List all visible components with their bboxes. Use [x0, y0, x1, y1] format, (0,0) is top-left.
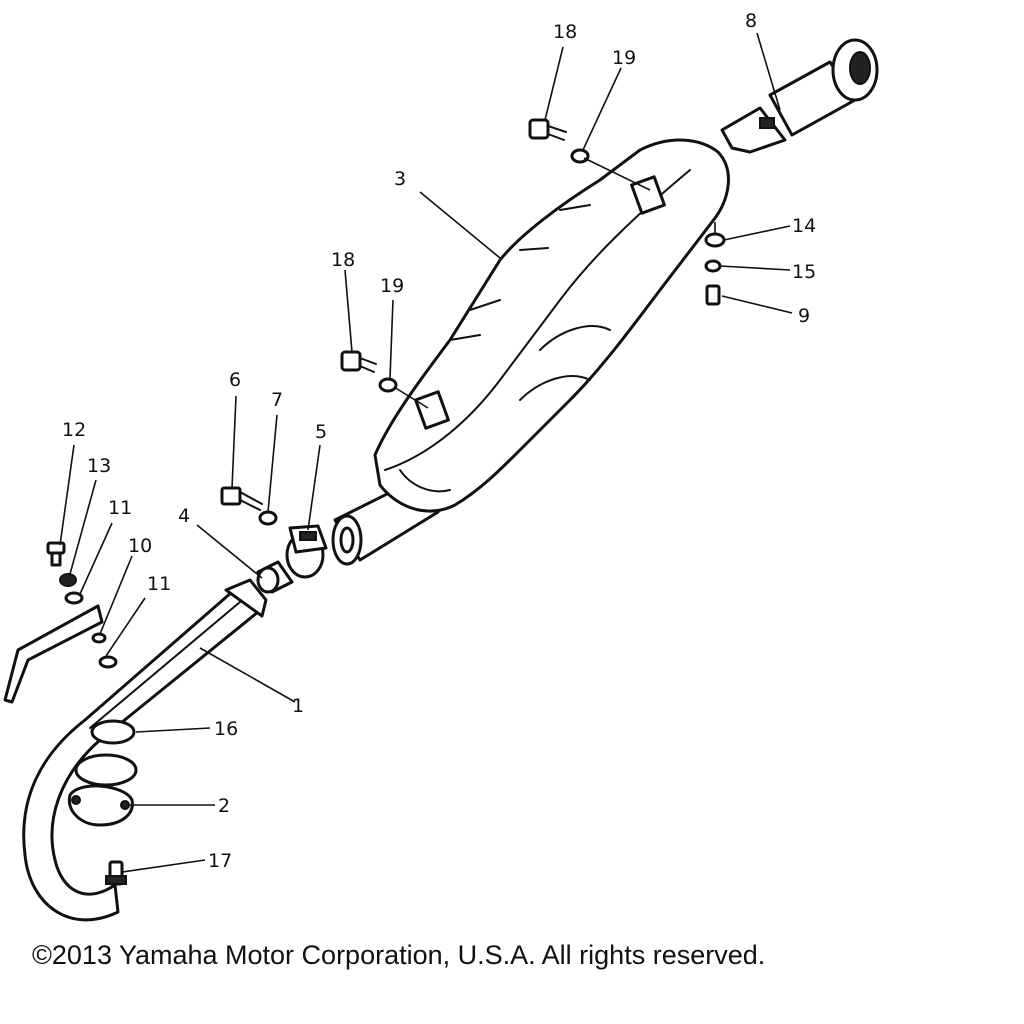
tailpipe	[720, 38, 879, 154]
clamp	[285, 524, 328, 579]
callout-11-upper: 11	[108, 497, 132, 519]
callout-18-lower: 18	[331, 249, 355, 271]
washer-19-upper	[570, 148, 590, 164]
spring-washer-15	[704, 259, 722, 273]
callout-4: 4	[178, 505, 190, 527]
washer-7	[258, 510, 278, 526]
callout-8: 8	[745, 10, 757, 32]
bolt-17	[105, 860, 127, 886]
callout-5: 5	[315, 421, 327, 443]
bolt-18-upper	[528, 118, 567, 141]
callout-12: 12	[62, 419, 86, 441]
washer-19-lower	[378, 377, 398, 393]
callout-18-upper: 18	[553, 21, 577, 43]
bolt-6	[220, 486, 263, 511]
fasteners-11-13	[46, 541, 118, 669]
bracket	[3, 604, 104, 704]
callout-19-lower: 19	[380, 275, 404, 297]
callout-7: 7	[271, 389, 283, 411]
copyright-notice: ©2013 Yamaha Motor Corporation, U.S.A. A…	[32, 940, 766, 970]
callout-2: 2	[218, 795, 230, 817]
callout-13: 13	[87, 455, 111, 477]
gasket	[90, 719, 136, 745]
callout-15: 15	[792, 261, 816, 283]
washer-14	[704, 232, 726, 248]
callout-16: 16	[214, 718, 238, 740]
callout-17: 17	[208, 850, 232, 872]
joint-sleeve	[256, 560, 294, 594]
bolt-18-lower	[340, 350, 377, 373]
callout-9: 9	[798, 305, 810, 327]
callout-1: 1	[292, 695, 304, 717]
callout-14: 14	[792, 215, 816, 237]
callout-3: 3	[394, 168, 406, 190]
callout-11-lower: 11	[147, 573, 171, 595]
callout-10: 10	[128, 535, 152, 557]
exhaust-exploded-diagram: 1 2 3 4 5 6 7 8 9 10 11 11 12 13 14 15 1…	[3, 10, 879, 922]
exhaust-pipe	[22, 578, 268, 922]
callout-6: 6	[229, 369, 241, 391]
bolt-9	[705, 284, 721, 306]
callout-19-upper: 19	[612, 47, 636, 69]
exhaust-flange	[67, 753, 138, 827]
leader-lines	[59, 32, 793, 873]
muffler	[373, 138, 730, 513]
